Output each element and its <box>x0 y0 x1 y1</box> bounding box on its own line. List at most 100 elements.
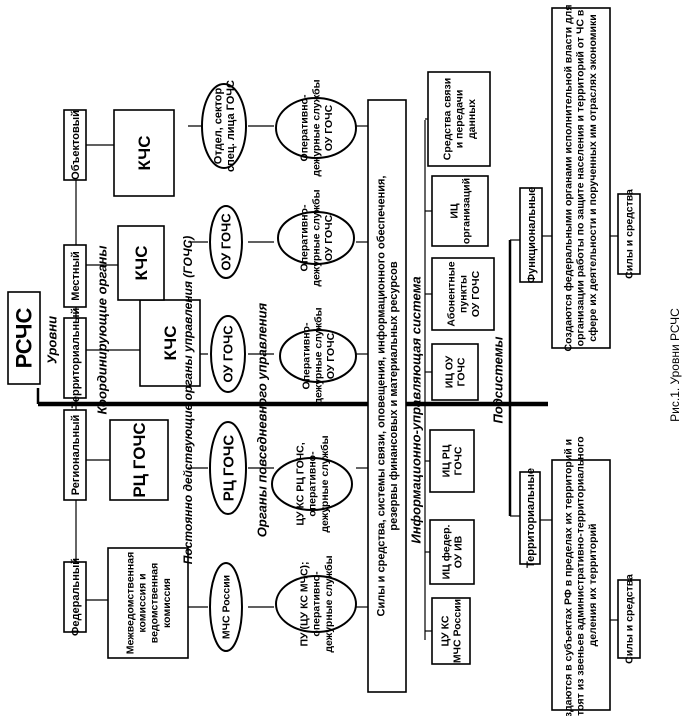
figure-caption: Рис.1. Уровни РСЧС <box>668 308 682 422</box>
coordinating-box-1-label: Межведомственнаякомиссия иведомственнаяк… <box>125 552 173 654</box>
level-box-2-label: Региональный <box>70 415 82 496</box>
daily-ellipse-4-label-line: Оперативно- <box>299 204 311 271</box>
daily-ellipse-1-label-line: дежурные службы <box>323 555 335 652</box>
daily-ellipse-2 <box>271 457 353 511</box>
daily-ellipse-4-label-line: ОУ ГОЧС <box>323 214 335 261</box>
coordinating-box-1-label-line: комиссия и <box>137 573 149 632</box>
info-box-4 <box>431 343 479 401</box>
permanent-ellipse-3-label: ОУ ГОЧС <box>221 325 236 383</box>
info-box-6-label: ИЦорганизаций <box>449 178 473 244</box>
level-box-2 <box>63 409 87 501</box>
info-box-3 <box>429 429 475 493</box>
territorial-forces-box-label-line: Силы и средства <box>624 574 636 664</box>
permanent-ellipse-1-label: МЧС России <box>221 575 233 639</box>
connector-lines <box>36 118 618 640</box>
coordinating-box-5-label-line: КЧС <box>135 135 154 170</box>
info-box-5-label-line: Абонентные <box>446 261 458 326</box>
forces-box-label-line: Силы и средства, системы связи, оповещен… <box>376 176 388 617</box>
info-box-7-label-line: данных <box>466 99 478 139</box>
permanent-ellipse-3-label-line: ОУ ГОЧС <box>221 325 236 383</box>
level-box-5 <box>63 109 87 181</box>
subsystems-heading-line: Подсистемы <box>491 336 506 423</box>
info-box-2-label-line: ИЦ федер. <box>441 524 453 579</box>
info-box-6-label-line: ИЦ <box>449 203 461 219</box>
permanent-ellipse-4-label: ОУ ГОЧС <box>219 213 234 271</box>
level-box-4 <box>63 244 87 308</box>
level-box-5-label: Объектовый <box>70 110 82 180</box>
coordinating-box-1-label-line: ведомственная <box>149 563 161 644</box>
permanent-ellipse-1-label-line: МЧС России <box>221 575 233 639</box>
daily-ellipse-2-label-line: оперативно- <box>307 451 319 517</box>
info-box-2 <box>429 519 475 585</box>
info-box-7-label-line: и передачи <box>454 90 466 149</box>
functional-desc-line: Создаются федеральными органами исполнит… <box>563 5 575 352</box>
info-box-5-label-line: пункты <box>458 275 470 313</box>
territorial-forces-box-label: Силы и средства <box>624 574 636 664</box>
daily-ellipse-1-label-line: ПУ (ЦУ КС МЧС); <box>299 561 311 646</box>
coordinating-box-4-label: КЧС <box>132 245 151 280</box>
info-box-1 <box>431 597 471 665</box>
coordinating-box-3-label: КЧС <box>161 325 180 360</box>
territorial-title-box-label: Территориальные <box>525 468 537 568</box>
info-box-1-label-line: МЧС России <box>452 599 464 663</box>
functional-desc-line: сфере их деятельности и порученных им от… <box>587 14 599 341</box>
daily-ellipse-1-label-line: оперативно- <box>311 571 323 637</box>
functional-title-box <box>519 187 543 283</box>
functional-desc: Создаются федеральными органами исполнит… <box>563 5 599 352</box>
permanent-heading-line: Постоянно действующие органы управления … <box>181 236 195 565</box>
info-box-4-label-line: ИЦ ОУ <box>444 355 456 388</box>
functional-forces-box-label: Силы и средства <box>624 189 636 279</box>
functional-desc-box <box>551 7 611 349</box>
level-box-3-label: Территориальный <box>70 308 82 409</box>
figure-caption-box: Рис.1. Уровни РСЧС <box>668 308 682 422</box>
permanent-ellipse-2-label: РЦ ГОЧС <box>220 435 237 502</box>
territorial-desc-line: Создаются в субъектах РФ в пределах их т… <box>563 439 575 716</box>
info-box-7-label: Средства связии передачиданных <box>442 78 478 160</box>
permanent-ellipse-5 <box>201 83 247 169</box>
info-box-4-label-line: ГОЧС <box>456 357 468 386</box>
daily-ellipse-3-label-line: ОУ ГОЧС <box>325 332 337 379</box>
level-box-4-label-line: Местный <box>70 251 82 300</box>
daily-ellipse-5-label-line: дежурные службы <box>311 79 323 176</box>
coordinating-heading: Координирующие органы <box>95 246 110 415</box>
coordinating-box-3 <box>139 299 201 387</box>
territorial-forces-box <box>617 579 641 659</box>
territorial-desc-line: деления их территорий <box>587 524 599 647</box>
functional-title-box-label-line: Функциональные <box>526 187 538 284</box>
info-box-4-label: ИЦ ОУГОЧС <box>444 355 468 388</box>
coordinating-box-5-label: КЧС <box>135 135 154 170</box>
info-box-5 <box>431 257 495 331</box>
info-box-5-label-line: ОУ ГОЧС <box>470 270 482 317</box>
daily-ellipse-4-label-line: дежурные службы <box>311 189 323 286</box>
daily-ellipse-3-label-line: Оперативно- <box>301 322 313 389</box>
coordinating-box-1-label-line: Межведомственная <box>125 552 137 654</box>
coordinating-heading-line: Координирующие органы <box>95 246 110 415</box>
daily-ellipse-5 <box>275 97 357 159</box>
daily-ellipse-5-label: Оперативно-дежурные службыОУ ГОЧС <box>299 79 335 176</box>
functional-desc-line: организации работы по защите населения и… <box>575 9 587 346</box>
coordinating-box-2-label-line: РЦ ГОЧС <box>130 422 149 497</box>
coordinating-box-4-label-line: КЧС <box>132 245 151 280</box>
functional-forces-box <box>617 193 641 275</box>
level-box-2-label-line: Региональный <box>70 415 82 496</box>
coordinating-box-2-label: РЦ ГОЧС <box>130 422 149 497</box>
daily-ellipse-3-label-line: дежурные службы <box>313 307 325 404</box>
info-box-6-label-line: организаций <box>461 178 473 244</box>
permanent-ellipse-4 <box>209 205 243 279</box>
forces-box-label: Силы и средства, системы связи, оповещен… <box>376 176 401 617</box>
daily-ellipse-1 <box>275 575 357 633</box>
permanent-ellipse-1 <box>209 562 243 652</box>
territorial-desc-box <box>551 459 611 711</box>
info-box-7-label-line: Средства связи <box>442 78 454 160</box>
territorial-desc-line: состоят из звеньев административно-терри… <box>575 436 587 716</box>
info-box-2-label-line: ОУ ИВ <box>453 535 465 568</box>
daily-heading: Органы повседневного управления <box>255 302 270 537</box>
permanent-heading: Постоянно действующие органы управления … <box>181 236 195 565</box>
permanent-ellipse-5-label: Отдел, секторспец. лица ГОЧС <box>213 80 238 172</box>
daily-ellipse-2-label-line: дежурные службы <box>319 435 331 532</box>
info-box-6 <box>431 175 489 247</box>
permanent-ellipse-2 <box>209 421 247 515</box>
territorial-title-box-label-line: Территориальные <box>525 468 537 568</box>
level-box-3 <box>63 317 87 399</box>
